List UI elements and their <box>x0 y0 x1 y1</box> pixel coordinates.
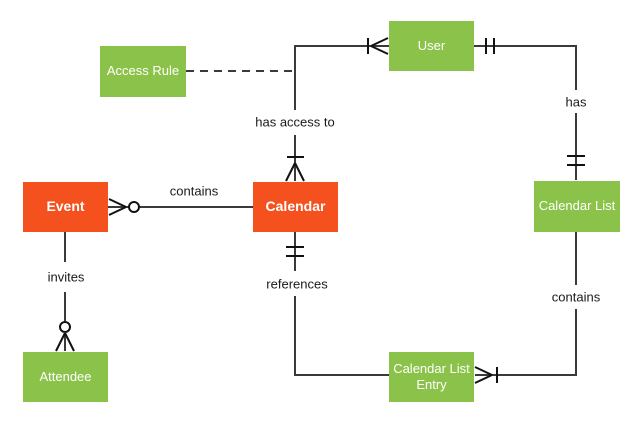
entity-user: User <box>389 21 474 71</box>
cardinality-zero-or-many-attendee-top <box>55 321 75 352</box>
cardinality-exactly-one-calendar-bottom <box>286 246 304 257</box>
edge-calendar-list-calendar-list-entry <box>474 232 577 384</box>
edge-calendar-user <box>285 37 389 182</box>
edge-label-invites: invites <box>45 269 87 285</box>
edge-label-contains-event-calendar: contains <box>167 183 221 199</box>
edge-label-has-access-to: has access to <box>253 114 337 130</box>
edge-label-contains-calendar-list: contains <box>549 289 603 305</box>
entity-attendee-label: Attendee <box>39 368 92 384</box>
entity-calendar-list-entry: Calendar List Entry <box>389 352 474 402</box>
cardinality-exactly-one-user-right <box>485 38 495 54</box>
cardinality-exactly-one-calendar-list-top <box>567 155 585 166</box>
entity-calendar-list-entry-label: Calendar List Entry <box>393 360 470 392</box>
cardinality-zero-or-many-event-right <box>108 198 140 216</box>
entity-user-label: User <box>417 37 446 53</box>
entity-calendar-list-label: Calendar List <box>538 198 616 214</box>
edge-calendar-calendar-list-entry <box>286 232 389 376</box>
entity-calendar: Calendar <box>253 182 338 232</box>
entity-event: Event <box>23 182 108 232</box>
entity-access-rule-label: Access Rule <box>106 63 180 79</box>
cardinality-one-or-many-user-left <box>367 37 389 55</box>
cardinality-one-or-many-calendar-list-entry-right <box>474 366 498 384</box>
edge-label-references: references <box>264 276 330 292</box>
entity-access-rule: Access Rule <box>100 46 186 97</box>
entity-attendee: Attendee <box>23 352 108 402</box>
cardinality-one-or-many-calendar-top <box>285 156 305 182</box>
edge-event-attendee <box>55 232 75 352</box>
entity-event-label: Event <box>46 198 85 215</box>
edge-label-has: has <box>563 94 589 110</box>
entity-calendar-label: Calendar <box>265 198 326 215</box>
edge-event-calendar <box>108 198 253 216</box>
entity-calendar-list: Calendar List <box>534 181 620 232</box>
edge-user-calendar-list <box>474 38 585 180</box>
